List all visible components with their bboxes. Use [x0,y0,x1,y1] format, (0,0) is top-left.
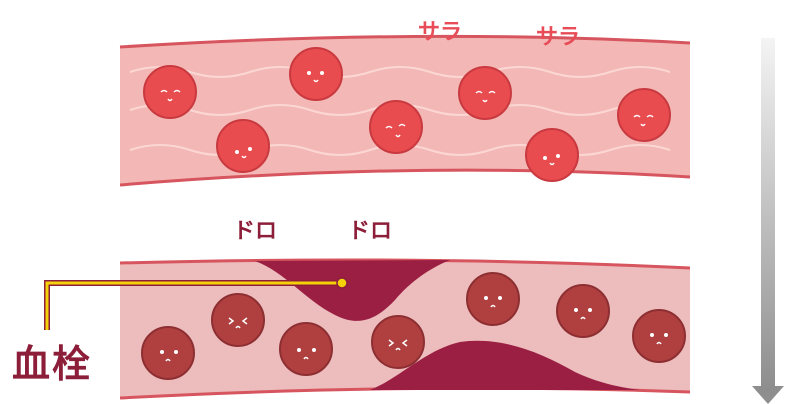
smooth-label-1: サラ [418,14,462,46]
healthy-cell [618,89,670,141]
thrombus-label: 血栓 [12,333,92,388]
progression-arrow [752,38,784,404]
sick-cell [557,285,609,337]
sick-cell [212,294,264,346]
healthy-cell [217,120,269,172]
healthy-cell [370,101,422,153]
sticky-label-2: ドロ [348,213,392,245]
healthy-cell [144,66,196,118]
healthy-cell [526,129,578,181]
healthy-cell [459,67,511,119]
sick-cell [633,310,685,362]
sticky-label-1: ドロ [233,213,277,245]
sick-cell [280,323,332,375]
healthy-cell [290,48,342,100]
sick-cell [372,316,424,368]
smooth-label-2: サラ [536,19,580,51]
healthy-vessel [120,36,690,185]
sick-cell [467,273,519,325]
sick-cell [142,327,194,379]
